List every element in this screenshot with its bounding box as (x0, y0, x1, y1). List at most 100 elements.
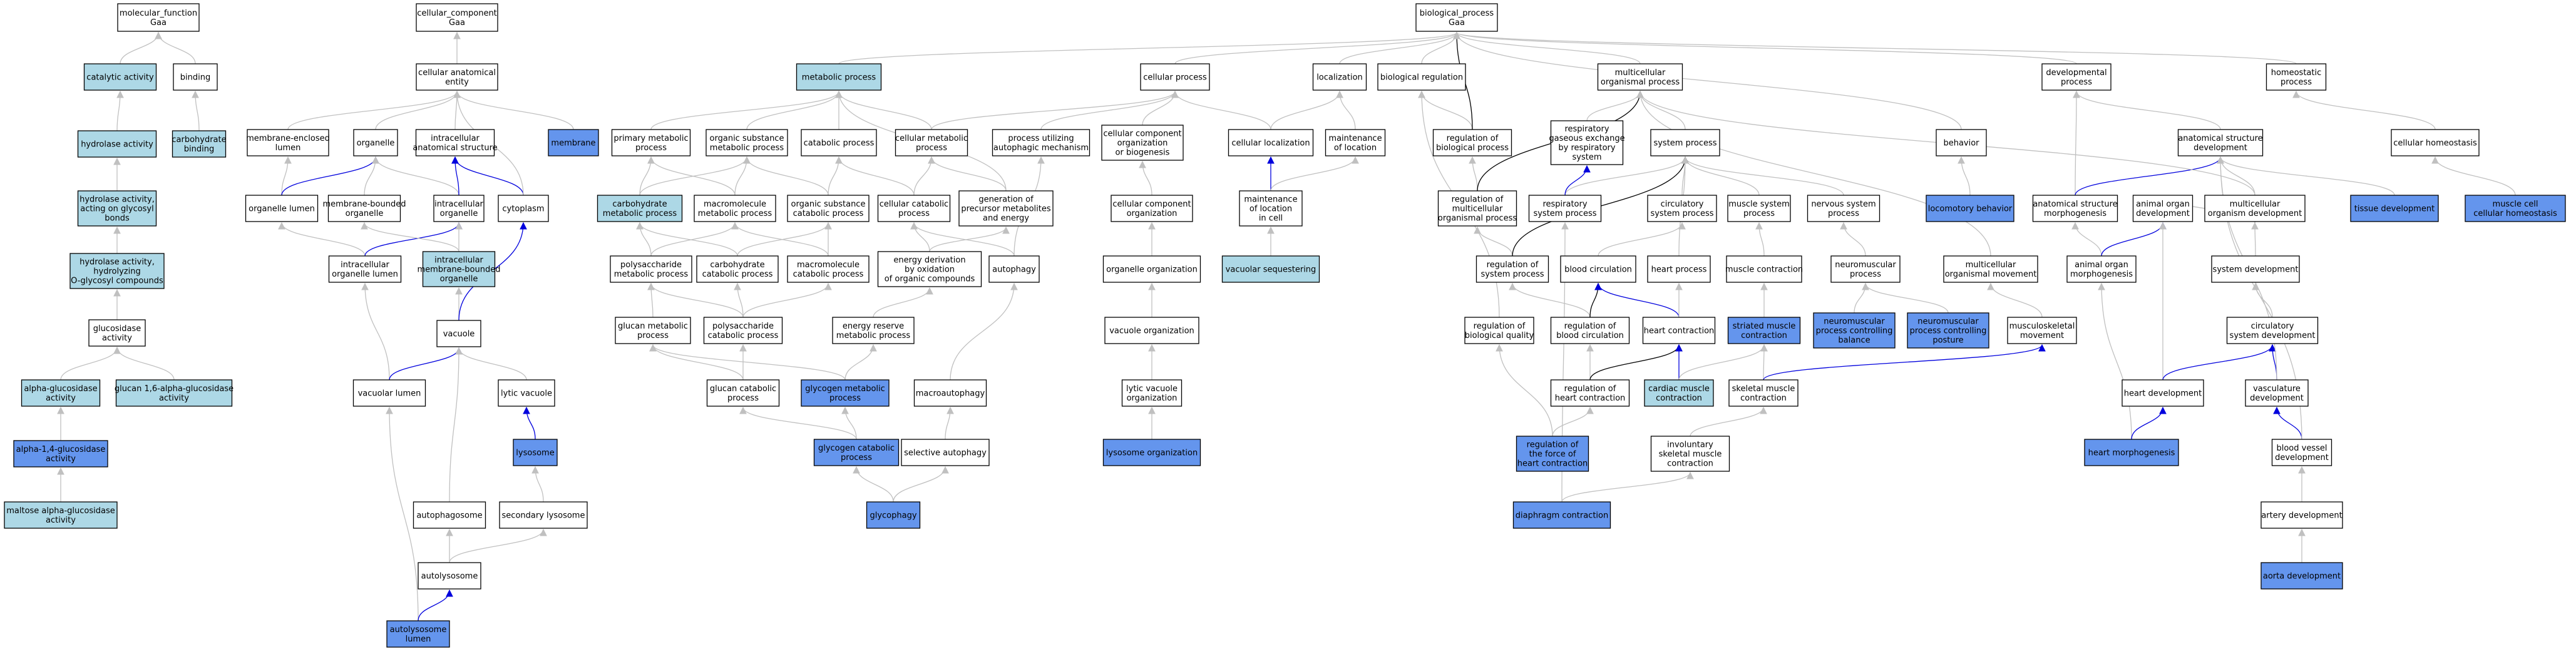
term-node-cell-loc[interactable]: cellular localization (1228, 129, 1314, 156)
term-node-aorta-dev[interactable]: aorta development (2260, 562, 2343, 590)
term-node-vac-org[interactable]: vacuole organization (1104, 317, 1199, 344)
term-node-vac-seq[interactable]: vacuolar sequestering (1221, 255, 1320, 283)
term-node-localization[interactable]: localization (1312, 63, 1367, 91)
term-node-binding[interactable]: binding (173, 63, 218, 91)
term-node-org-org[interactable]: organelle organization (1102, 255, 1201, 283)
term-node-bio-reg[interactable]: biological regulation (1377, 63, 1466, 91)
term-node-lytic-vac[interactable]: lytic vacuole (498, 379, 555, 407)
term-node-glycophagy[interactable]: glycophagy (866, 501, 921, 529)
term-node-lysosome[interactable]: lysosome (513, 439, 558, 466)
term-node-sys-proc[interactable]: system process (1650, 129, 1720, 156)
term-node-sel-autoph[interactable]: selective autophagy (901, 439, 990, 466)
term-node-macroautophagy[interactable]: macroautophagy (913, 379, 987, 407)
term-node-cell-proc[interactable]: cellular process (1140, 63, 1210, 91)
term-node-heart-morph[interactable]: heart morphogenesis (2084, 439, 2179, 466)
term-node-loco-behav[interactable]: locomotory behavior (1926, 195, 2014, 222)
term-node-diaphragm[interactable]: diaphragm contraction (1512, 501, 1611, 529)
term-node-autophagy[interactable]: autophagy (988, 255, 1040, 283)
term-node-cell-homeo[interactable]: cellular homeostasis (2391, 129, 2480, 156)
term-node-heart-contr[interactable]: heart contraction (1642, 317, 1716, 344)
term-node-sec-lyso[interactable]: secondary lysosome (499, 501, 588, 529)
term-node-hydro-gly[interactable]: hydrolase activity,acting on glycosylbon… (77, 190, 157, 227)
term-node-artery-dev[interactable]: artery development (2260, 501, 2343, 529)
term-node-hydrolase[interactable]: hydrolase activity (77, 130, 157, 158)
term-node-vac-lumen[interactable]: vacuolar lumen (352, 379, 426, 407)
term-node-autophagosome[interactable]: autophagosome (413, 501, 486, 529)
term-node-muscle-contr[interactable]: muscle contraction (1725, 255, 1803, 283)
term-node-sys-dev[interactable]: system development (2211, 255, 2300, 283)
term-node-autolysosome[interactable]: autolysosome (418, 562, 481, 590)
term-node-blood-circ[interactable]: blood circulation (1560, 255, 1636, 283)
term-node-organ-lumen[interactable]: organelle lumen (245, 195, 319, 222)
term-node-catab[interactable]: catabolic process (801, 129, 877, 156)
term-node-catalytic[interactable]: catalytic activity (83, 63, 157, 91)
term-node-behavior[interactable]: behavior (1936, 129, 1987, 156)
term-node-metab[interactable]: metabolic process (796, 63, 882, 91)
